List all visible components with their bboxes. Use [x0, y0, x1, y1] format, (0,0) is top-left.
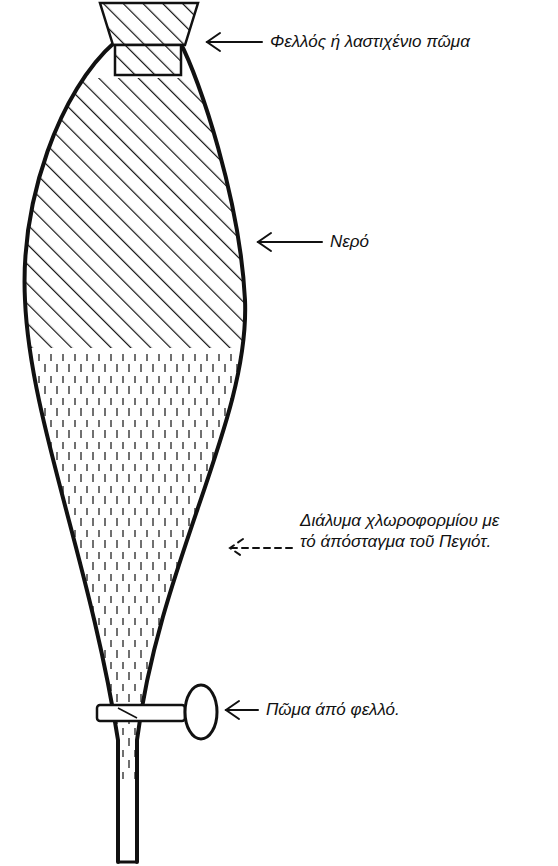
- part-label: Νερό: [330, 231, 530, 252]
- part-label: Διάλυμα χλωροφορμίου με τό άπόσταγμα τοῦ…: [300, 510, 515, 553]
- leader-arrows: [207, 33, 322, 719]
- chloroform-layer: [20, 352, 250, 782]
- stopper: [100, 3, 198, 75]
- funnel-outline: [25, 42, 246, 862]
- part-label: Φελλός ή λαστιχένιο πῶμα: [270, 31, 550, 52]
- water-layer: [20, 78, 250, 348]
- part-label: Πῶμα άπό φελλό.: [266, 699, 536, 720]
- stem-end: [118, 861, 137, 864]
- stopcock: [97, 685, 217, 739]
